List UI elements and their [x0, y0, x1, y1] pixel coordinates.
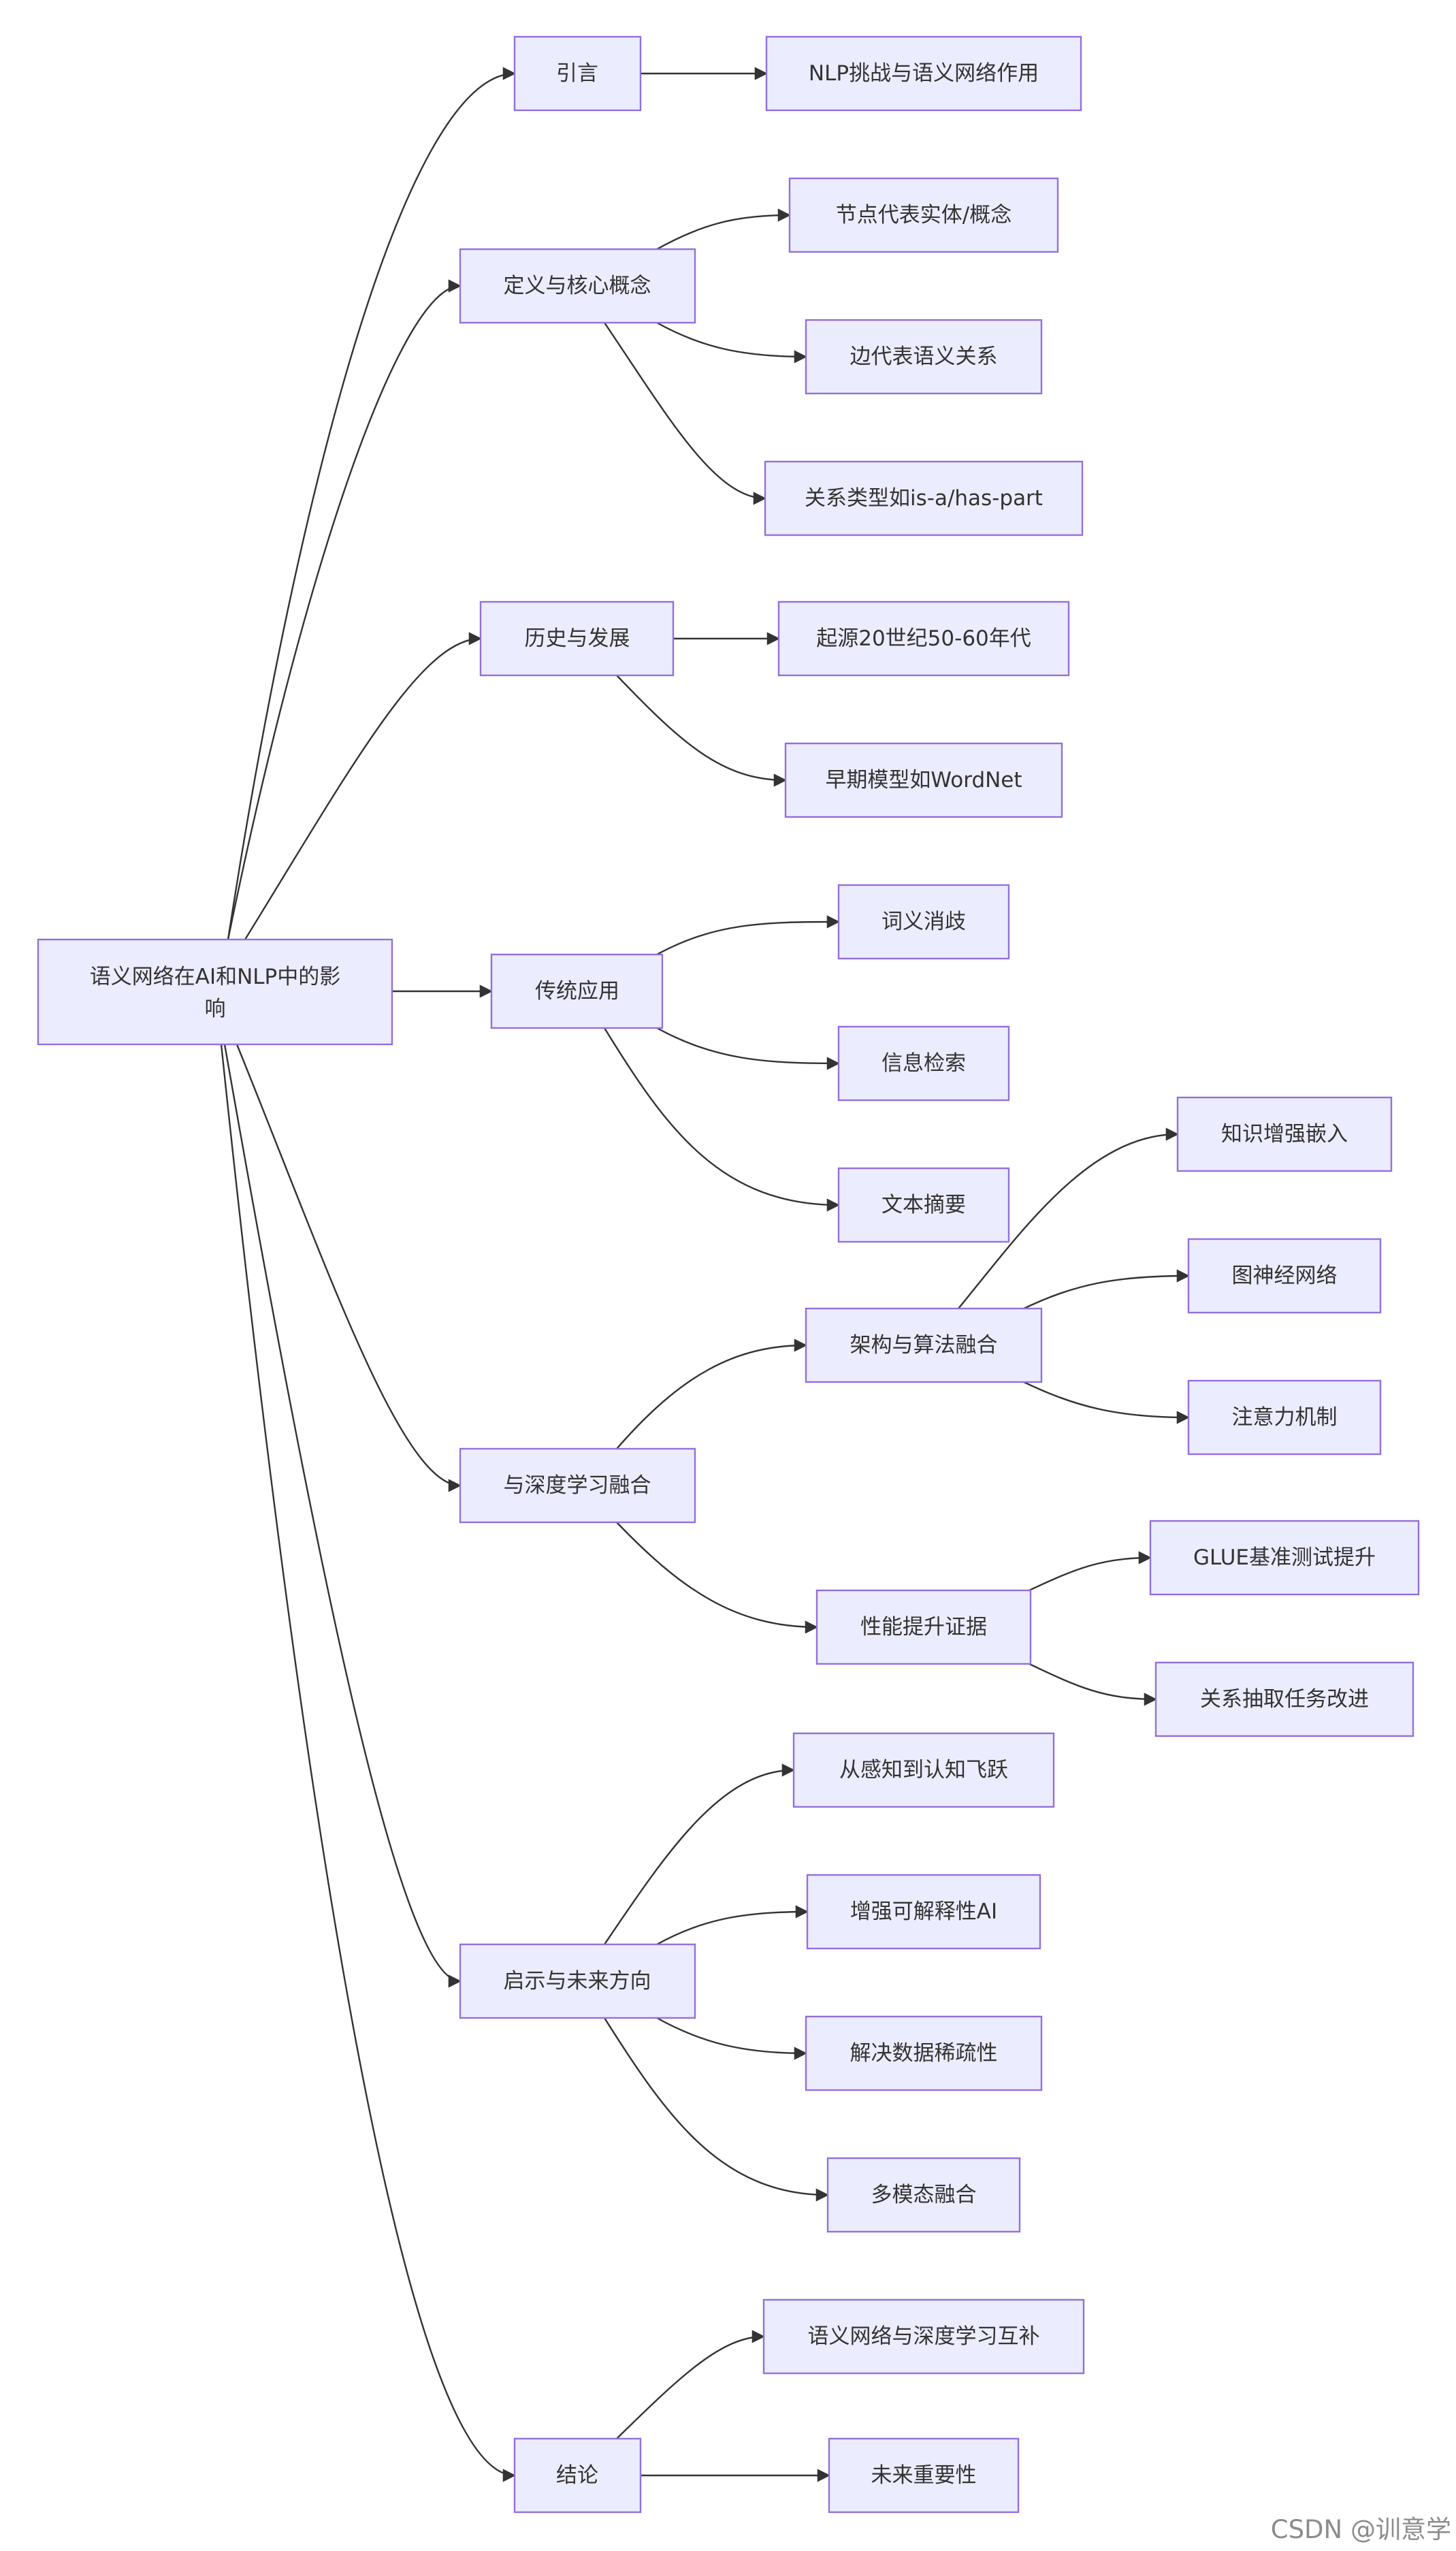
node-deep-learning: 与深度学习融合 — [459, 1447, 696, 1524]
edge-future-child-3 — [656, 2017, 807, 2060]
root-label-line1: 语义网络在AI和NLP中的影 — [90, 965, 341, 989]
node-performance-child-1: GLUE基准测试提升 — [1149, 1520, 1420, 1596]
svg-text:文本摘要: 文本摘要 — [881, 1193, 966, 1217]
edge-definition-child-3 — [604, 322, 766, 505]
svg-text:起源20世纪50-60年代: 起源20世纪50-60年代 — [816, 626, 1031, 651]
watermark-text: CSDN @训意学 — [1271, 2515, 1451, 2544]
edge-root-history — [244, 632, 482, 940]
node-architecture-child-3: 注意力机制 — [1187, 1379, 1382, 1456]
svg-text:从感知到认知飞跃: 从感知到认知飞跃 — [839, 1758, 1008, 1782]
edge-deeplearning-architecture — [616, 1338, 807, 1449]
node-conclusion-child-1: 语义网络与深度学习互补 — [762, 2298, 1085, 2375]
svg-text:性能提升证据: 性能提升证据 — [860, 1615, 987, 1639]
svg-text:图神经网络: 图神经网络 — [1232, 1264, 1338, 1288]
edge-root-conclusion — [220, 1044, 516, 2482]
svg-text:多模态融合: 多模态融合 — [871, 2183, 977, 2207]
node-conclusion-child-2: 未来重要性 — [828, 2437, 1020, 2514]
edge-deeplearning-performance — [616, 1522, 818, 1634]
edge-root-future — [223, 1044, 462, 1988]
svg-text:关系抽取任务改进: 关系抽取任务改进 — [1200, 1687, 1369, 1712]
edge-architecture-child-2 — [1023, 1269, 1190, 1310]
svg-text:传统应用: 传统应用 — [535, 979, 619, 1004]
node-future-child-4: 多模态融合 — [826, 2157, 1021, 2233]
node-performance-child-2: 关系抽取任务改进 — [1154, 1661, 1414, 1737]
node-intro-child-1: NLP挑战与语义网络作用 — [765, 35, 1082, 112]
node-architecture-child-1: 知识增强嵌入 — [1176, 1096, 1393, 1172]
edge-performance-child-2 — [1029, 1663, 1157, 1706]
node-history: 历史与发展 — [479, 600, 675, 677]
edge-future-child-2 — [656, 1905, 809, 1946]
node-definition-child-1: 节点代表实体/概念 — [788, 177, 1059, 253]
svg-text:信息检索: 信息检索 — [881, 1051, 966, 1076]
svg-text:节点代表实体/概念: 节点代表实体/概念 — [836, 203, 1012, 227]
svg-text:启示与未来方向: 启示与未来方向 — [504, 1969, 651, 1993]
svg-text:早期模型如WordNet: 早期模型如WordNet — [825, 768, 1022, 792]
edge-traditional-child-3 — [603, 1027, 840, 1212]
node-architecture: 架构与算法融合 — [805, 1307, 1043, 1383]
node-architecture-child-2: 图神经网络 — [1187, 1238, 1382, 1314]
edge-traditional-child-2 — [656, 1027, 840, 1070]
edge-traditional-child-1 — [656, 915, 840, 956]
svg-text:词义消歧: 词义消歧 — [881, 910, 966, 934]
node-definition-child-3: 关系类型如is-a/has-part — [764, 460, 1084, 536]
edge-root-intro — [227, 67, 516, 940]
root-label-line2: 响 — [205, 997, 226, 1021]
svg-text:GLUE基准测试提升: GLUE基准测试提升 — [1193, 1545, 1376, 1570]
edge-conclusion-child-1 — [616, 2330, 765, 2439]
edge-future-child-1 — [604, 1763, 795, 1945]
node-conclusion: 结论 — [513, 2437, 642, 2514]
svg-text:知识增强嵌入: 知识增强嵌入 — [1221, 1122, 1348, 1146]
edge-history-child-2 — [616, 675, 787, 787]
edge-architecture-child-3 — [1023, 1381, 1190, 1424]
svg-text:解决数据稀疏性: 解决数据稀疏性 — [850, 2041, 998, 2066]
node-traditional-child-3: 文本摘要 — [837, 1167, 1010, 1243]
svg-text:结论: 结论 — [556, 2463, 598, 2488]
node-future-child-2: 增强可解释性AI — [806, 1874, 1041, 1950]
edge-architecture-child-1 — [958, 1127, 1179, 1309]
edge-root-deeplearning — [236, 1044, 462, 1492]
svg-text:引言: 引言 — [556, 61, 598, 86]
node-intro: 引言 — [513, 35, 642, 112]
node-definition-child-2: 边代表语义关系 — [805, 319, 1043, 395]
node-definition: 定义与核心概念 — [459, 248, 696, 324]
edge-root-definition — [227, 279, 462, 940]
node-history-child-1: 起源20世纪50-60年代 — [777, 600, 1070, 677]
node-future-child-3: 解决数据稀疏性 — [805, 2015, 1043, 2091]
svg-text:NLP挑战与语义网络作用: NLP挑战与语义网络作用 — [809, 61, 1039, 86]
svg-text:架构与算法融合: 架构与算法融合 — [850, 1333, 998, 1358]
svg-text:与深度学习融合: 与深度学习融合 — [504, 1473, 651, 1498]
svg-text:注意力机制: 注意力机制 — [1232, 1405, 1338, 1430]
node-future: 启示与未来方向 — [459, 1943, 696, 2019]
svg-text:边代表语义关系: 边代表语义关系 — [850, 344, 998, 369]
node-history-child-2: 早期模型如WordNet — [784, 742, 1063, 818]
node-traditional: 传统应用 — [490, 953, 664, 1029]
node-traditional-child-2: 信息检索 — [837, 1025, 1010, 1102]
edges — [220, 67, 1190, 2482]
edge-future-child-4 — [603, 2017, 829, 2202]
edge-definition-child-2 — [656, 321, 807, 364]
edge-definition-child-1 — [656, 208, 791, 251]
node-traditional-child-1: 词义消歧 — [837, 884, 1010, 960]
edge-performance-child-1 — [1029, 1551, 1152, 1592]
root-node: 语义网络在AI和NLP中的影 响 — [37, 938, 393, 1046]
svg-text:增强可解释性AI: 增强可解释性AI — [850, 1899, 997, 1924]
svg-text:语义网络与深度学习互补: 语义网络与深度学习互补 — [808, 2324, 1040, 2349]
node-future-child-1: 从感知到认知飞跃 — [792, 1732, 1055, 1808]
svg-text:定义与核心概念: 定义与核心概念 — [504, 274, 651, 298]
node-performance: 性能提升证据 — [815, 1589, 1032, 1665]
svg-text:历史与发展: 历史与发展 — [525, 626, 630, 651]
svg-text:未来重要性: 未来重要性 — [871, 2463, 977, 2488]
svg-text:关系类型如is-a/has-part: 关系类型如is-a/has-part — [805, 486, 1043, 511]
